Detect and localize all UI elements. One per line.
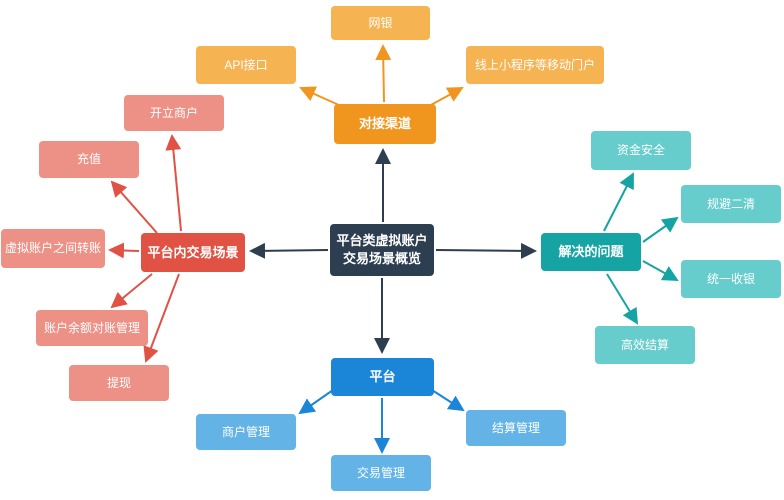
arrow-transactions-to-open-merchant — [165, 134, 182, 232]
avoid-secondary-clearing-node: 规避二清 — [681, 185, 781, 223]
solved-problems-node: 解决的问题 — [541, 233, 641, 271]
arrow-transactions-to-recharge — [110, 180, 158, 234]
arrow-problems-to-efficient-settlement — [606, 273, 639, 325]
recharge-node: 充值 — [39, 141, 139, 178]
transaction-mgmt-node: 交易管理 — [331, 455, 431, 491]
arrow-transactions-to-virtual-transfer — [108, 242, 140, 259]
merchant-mgmt-node: 商户管理 — [196, 414, 296, 450]
arrow-problems-to-avoid-secondary-clearing — [642, 216, 679, 243]
balance-reconciliation-node: 账户余额对账管理 — [36, 310, 148, 346]
ebank-node: 网银 — [331, 6, 430, 40]
arrow-problems-to-fund-safety — [603, 172, 634, 232]
arrow-problems-to-unified-cashier — [642, 260, 679, 281]
unified-cashier-node: 统一收银 — [681, 260, 781, 298]
center-node: 平台类虚拟账户交易场景概览 — [330, 224, 434, 276]
mobile-portal-node: 线上小程序等移动门户 — [466, 46, 604, 84]
arrow-transactions-to-balance-reconciliation — [110, 273, 153, 309]
arrow-platform-to-settlement-mgmt — [431, 389, 465, 412]
efficient-settlement-node: 高效结算 — [595, 326, 695, 364]
arrow-transactions-to-withdraw — [143, 273, 180, 363]
fund-safety-node: 资金安全 — [591, 131, 691, 170]
platform-node: 平台 — [331, 358, 434, 396]
arrow-channels-to-api — [299, 86, 342, 107]
arrow-center-to-problems — [435, 242, 537, 259]
virtual-transfer-node: 虚拟账户之间转账 — [1, 229, 105, 268]
platform-transactions-node: 平台内交易场景 — [141, 233, 245, 272]
arrow-channels-to-mobile-portal — [428, 87, 464, 107]
arrow-center-to-transactions — [249, 242, 329, 259]
open-merchant-node: 开立商户 — [124, 95, 224, 131]
api-node: API接口 — [196, 46, 296, 84]
withdraw-node: 提现 — [69, 365, 169, 401]
channels-node: 对接渠道 — [334, 104, 436, 144]
arrow-platform-to-merchant-mgmt — [298, 389, 334, 415]
arrow-channels-to-ebank — [375, 44, 392, 103]
settlement-mgmt-node: 结算管理 — [466, 410, 566, 446]
